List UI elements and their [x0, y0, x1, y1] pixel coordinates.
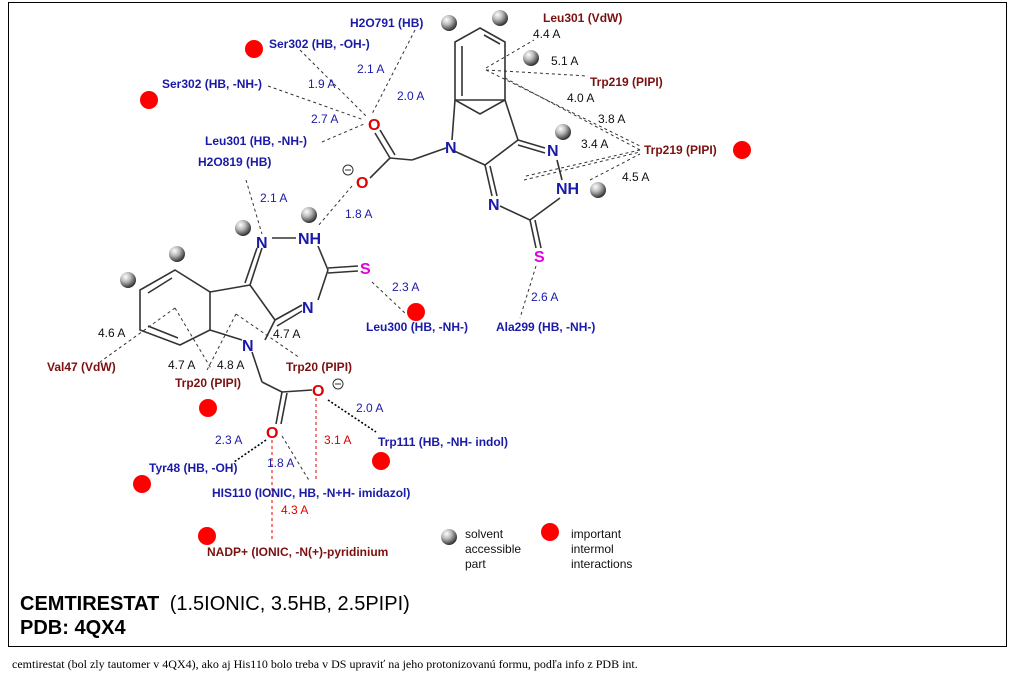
figure-caption: cemtirestat (bol zly tautomer v 4QX4), a…: [12, 657, 638, 671]
distance-label: 2.3 A: [392, 280, 419, 294]
atom-n-lower-triazine: N: [256, 235, 268, 252]
atom-nh-lower-triazine: NH: [298, 231, 321, 248]
distance-labels: 2.1 A 1.9 A 2.0 A 2.7 A 2.1 A 1.8 A 4.4 …: [98, 27, 649, 517]
distance-label: 4.4 A: [533, 27, 560, 41]
distance-label: 3.4 A: [581, 137, 608, 151]
distance-label: 4.5 A: [622, 170, 649, 184]
label-trp111: Trp111 (HB, -NH- indol): [378, 435, 508, 449]
important-dot-icon: [372, 452, 390, 470]
figure-title: CEMTIRESTAT (1.5IONIC, 3.5HB, 2.5PIPI) P…: [20, 593, 410, 639]
residue-labels: H2O791 (HB) Ser302 (HB, -OH-) Ser302 (HB…: [47, 11, 717, 559]
label-trp219-b: Trp219 (PIPI): [644, 143, 717, 157]
important-dot-icon: [133, 475, 151, 493]
atom-s-lower: S: [360, 261, 371, 278]
label-trp219-a: Trp219 (PIPI): [590, 75, 663, 89]
solvent-sphere-icon: [169, 246, 185, 262]
label-leu301-vdw: Leu301 (VdW): [543, 11, 622, 25]
atom-o-upper-carboxylate: O: [356, 175, 368, 192]
atom-o-lower-carbonyl: O: [266, 425, 278, 442]
important-dot-icon: [245, 40, 263, 58]
label-ala299: Ala299 (HB, -NH-): [496, 320, 595, 334]
lower-ring-system: [139, 237, 359, 425]
distance-label: 4.3 A: [281, 503, 308, 517]
legend-important-dot-icon: [541, 523, 559, 541]
distance-label: 1.8 A: [345, 207, 372, 221]
important-dot-icon: [199, 399, 217, 417]
distance-label: 1.8 A: [267, 456, 294, 470]
compound-name: CEMTIRESTAT: [20, 593, 159, 615]
label-leu300: Leu300 (HB, -NH-): [366, 320, 468, 334]
atom-n-lower-indole: N: [242, 338, 254, 355]
pdb-code: PDB: 4QX4: [20, 617, 126, 639]
distance-label: 4.0 A: [567, 91, 594, 105]
charge-minus-icon: [332, 378, 344, 390]
solvent-sphere-icon: [590, 182, 606, 198]
legend-important-line2: intermol: [571, 542, 614, 556]
distance-label: 2.7 A: [311, 112, 338, 126]
distance-label: 2.3 A: [215, 433, 242, 447]
important-dot-icon: [198, 527, 216, 545]
label-val47: Val47 (VdW): [47, 360, 116, 374]
label-ser302-nh: Ser302 (HB, -NH-): [162, 77, 262, 91]
distance-label: 1.9 A: [308, 77, 335, 91]
important-interaction-markers: [133, 40, 751, 545]
interaction-counts: (1.5IONIC, 3.5HB, 2.5PIPI): [170, 593, 410, 615]
label-h2o819: H2O819 (HB): [198, 155, 271, 169]
important-dot-icon: [140, 91, 158, 109]
atom-o-lower-carboxylate: O: [312, 383, 324, 400]
atom-nh-upper-ring: NH: [556, 181, 579, 198]
distance-label: 3.8 A: [598, 112, 625, 126]
legend-important-line3: interactions: [571, 557, 632, 571]
interaction-lines: [99, 29, 641, 540]
distance-label: 4.8 A: [217, 358, 244, 372]
atom-n-upper-ring: N: [488, 197, 500, 214]
legend-solvent-line2: accessible: [465, 542, 521, 556]
solvent-sphere-icon: [441, 15, 457, 31]
label-tyr48: Tyr48 (HB, -OH): [149, 461, 237, 475]
distance-label: 2.0 A: [356, 401, 383, 415]
distance-label: 4.7 A: [273, 327, 300, 341]
solvent-sphere-icon: [492, 10, 508, 26]
important-dot-icon: [407, 303, 425, 321]
solvent-sphere-icon: [301, 207, 317, 223]
distance-label: 3.1 A: [324, 433, 351, 447]
svg-text:CEMTIRESTAT (1.5IONIC, 3: CEMTIRESTAT (1.5IONIC, 3.5HB, 2.5PIPI): [20, 593, 410, 615]
label-his110: HIS110 (IONIC, HB, -N+H- imidazol): [212, 486, 410, 500]
legend: solvent accessible part important interm…: [441, 523, 632, 571]
atom-n-upper-imine: N: [547, 143, 559, 160]
solvent-sphere-icon: [523, 50, 539, 66]
important-dot-icon: [733, 141, 751, 159]
distance-label: 5.1 A: [551, 54, 578, 68]
distance-label: 2.1 A: [260, 191, 287, 205]
distance-label: 4.6 A: [98, 326, 125, 340]
solvent-sphere-icon: [555, 124, 571, 140]
label-trp20-b: Trp20 (PIPI): [286, 360, 352, 374]
atom-n-lower-imine: N: [302, 300, 314, 317]
legend-important-line1: important: [571, 527, 622, 541]
interaction-diagram: N N N NH S O O N NH N N S O: [20, 10, 751, 639]
label-trp20-a: Trp20 (PIPI): [175, 376, 241, 390]
label-nadp: NADP+ (IONIC, -N(+)-pyridinium: [207, 545, 388, 559]
atom-n-upper-indole: N: [445, 140, 457, 157]
upper-ring-system: [369, 27, 563, 249]
label-ser302-oh: Ser302 (HB, -OH-): [269, 37, 370, 51]
distance-label: 2.0 A: [397, 89, 424, 103]
distance-label: 2.6 A: [531, 290, 558, 304]
solvent-sphere-icon: [120, 272, 136, 288]
solvent-sphere-icon: [235, 220, 251, 236]
label-h2o791: H2O791 (HB): [350, 16, 423, 30]
label-leu301-nh: Leu301 (HB, -NH-): [205, 134, 307, 148]
legend-solvent-sphere-icon: [441, 529, 457, 545]
distance-label: 4.7 A: [168, 358, 195, 372]
legend-solvent-line1: solvent: [465, 527, 504, 541]
charge-minus-icon: [342, 164, 354, 176]
atom-s-upper: S: [534, 249, 545, 266]
solvent-accessible-markers: [120, 10, 606, 288]
distance-label: 2.1 A: [357, 62, 384, 76]
legend-solvent-line3: part: [465, 557, 486, 571]
atom-o-upper-carbonyl: O: [368, 117, 380, 134]
